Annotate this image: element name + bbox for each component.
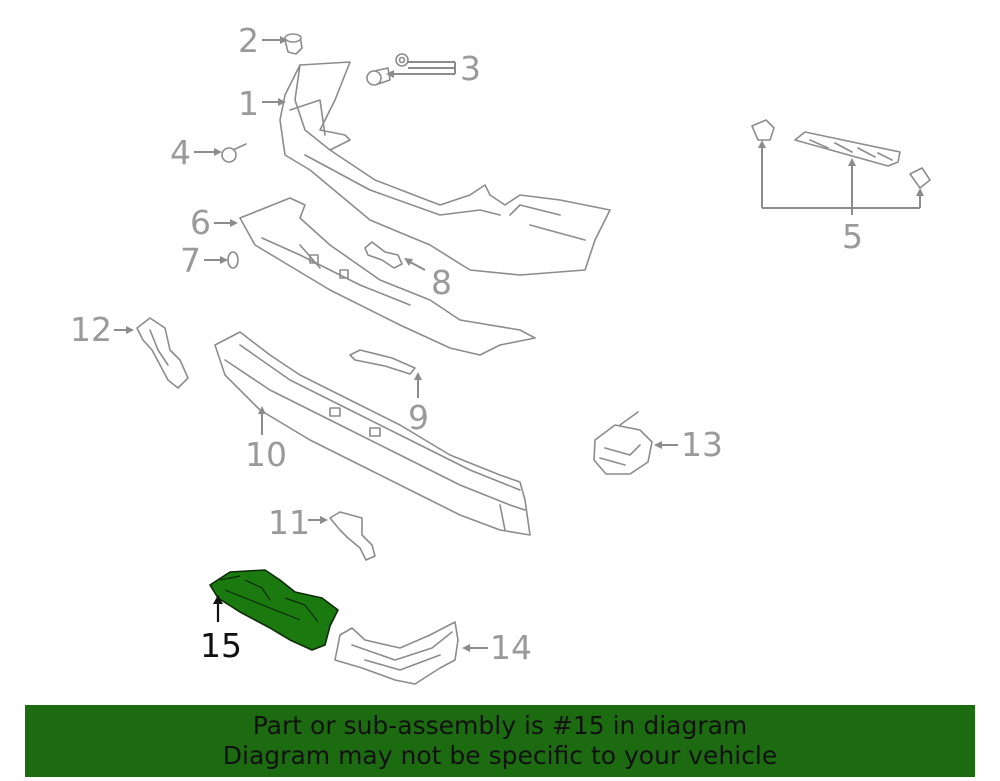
part-1-bumper-cover[interactable] (279, 61, 611, 276)
part-14-lower-cover[interactable] (334, 621, 459, 685)
callout-5: 5 (842, 217, 863, 256)
callout-6: 6 (190, 203, 211, 242)
callout-7: 7 (180, 241, 201, 280)
callout-2: 2 (238, 21, 259, 60)
callout-arrows (114, 36, 924, 652)
callout-15: 15 (200, 626, 242, 665)
parts-diagram (114, 33, 931, 685)
part-6-garnish[interactable] (239, 197, 536, 356)
callout-14: 14 (490, 628, 532, 667)
callout-10: 10 (245, 435, 287, 474)
part-7-clip[interactable] (227, 251, 239, 269)
part-12-bracket[interactable] (136, 317, 189, 389)
callout-3: 3 (460, 49, 481, 88)
part-8-bracket[interactable] (364, 241, 403, 269)
part-10-beam[interactable] (214, 331, 531, 536)
callout-1: 1 (238, 84, 259, 123)
callout-8: 8 (431, 263, 452, 302)
part-13-sensor[interactable] (593, 411, 653, 475)
callout-13: 13 (681, 425, 723, 464)
part-11-bracket[interactable] (329, 511, 376, 561)
part-2-clip[interactable] (284, 33, 303, 55)
part-4-screw[interactable] (221, 143, 247, 163)
part-5-bracket[interactable] (751, 119, 931, 189)
callout-11: 11 (268, 503, 310, 542)
disclaimer-banner: Part or sub-assembly is #15 in diagram D… (25, 705, 975, 777)
part-9-moulding[interactable] (349, 349, 416, 375)
part-15-undercover-highlighted[interactable] (209, 569, 339, 651)
banner-line-1: Part or sub-assembly is #15 in diagram (252, 711, 748, 740)
part-3-screw[interactable] (366, 53, 409, 86)
callout-4: 4 (170, 133, 191, 172)
banner-line-2: Diagram may not be specific to your vehi… (222, 741, 778, 770)
callout-12: 12 (70, 310, 112, 349)
callout-9: 9 (408, 398, 429, 437)
